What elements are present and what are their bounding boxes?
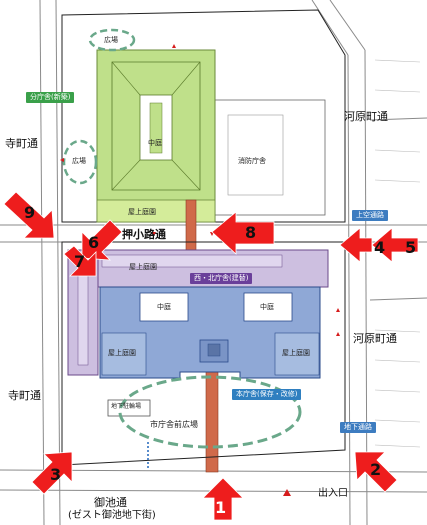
arrow-1 bbox=[202, 477, 244, 521]
arrow-6 bbox=[81, 219, 123, 261]
rooftop-right-label: 屋上庭園 bbox=[282, 349, 310, 357]
arrow-4-number: 4 bbox=[374, 238, 386, 257]
street-teramachi-top: 寺町通 bbox=[5, 137, 38, 150]
entrance-markers bbox=[60, 44, 340, 496]
main-tag: 本庁舎(保存・改修) bbox=[232, 389, 302, 400]
street-oike: 御池通 bbox=[94, 496, 127, 509]
arrow-2-number: 2 bbox=[370, 460, 382, 479]
rooftop-left-label: 屋上庭園 bbox=[108, 349, 136, 357]
arrow-3-number: 3 bbox=[50, 465, 62, 484]
hiroba-top-ellipse bbox=[88, 28, 136, 52]
upper-block bbox=[61, 9, 346, 223]
fire-building bbox=[214, 99, 326, 216]
corridor-north bbox=[185, 199, 197, 253]
arrow-9 bbox=[3, 191, 55, 239]
nakaniwa-annex-label: 中庭 bbox=[148, 139, 162, 147]
hiroba-top-label: 広場 bbox=[104, 36, 118, 44]
arrow-7 bbox=[63, 245, 97, 277]
arrow-8-number: 8 bbox=[245, 223, 257, 242]
arrow-7-number: 7 bbox=[74, 252, 86, 271]
annex-tag: 分庁舎(新築) bbox=[26, 92, 75, 103]
arrow-8 bbox=[211, 211, 275, 255]
upper-walkway-tag: 上空通路 bbox=[352, 210, 388, 221]
arrow-3 bbox=[31, 451, 73, 495]
underground-parking bbox=[107, 399, 151, 417]
street-oike-sub: (ゼスト御池地下街) bbox=[68, 510, 156, 521]
arrow-6-number: 6 bbox=[88, 233, 100, 252]
plaza-front-ellipse bbox=[118, 375, 302, 449]
nakaniwa-right-label: 中庭 bbox=[260, 303, 274, 311]
street-kawaramachi-mid: 河原町通 bbox=[353, 332, 397, 345]
rooftop-west-north-label: 屋上庭園 bbox=[129, 263, 157, 271]
arrow-1-number: 1 bbox=[215, 498, 227, 517]
street-oshikoji: 押小路通 bbox=[122, 228, 166, 241]
arrow-5 bbox=[371, 227, 419, 263]
underground-parking-label: 地下駐輪場 bbox=[111, 403, 142, 410]
arrow-2 bbox=[354, 451, 398, 493]
red-arrows bbox=[3, 191, 419, 521]
arrow-5-number: 5 bbox=[405, 238, 417, 257]
arrow-9-number: 9 bbox=[24, 203, 36, 222]
nakaniwa-left-label: 中庭 bbox=[157, 303, 171, 311]
plaza-front-label: 市庁舎前広場 bbox=[150, 420, 198, 429]
right-hatching bbox=[374, 59, 421, 448]
fire-label: 消防庁舎 bbox=[238, 157, 266, 165]
street-kawaramachi-top: 河原町通 bbox=[344, 110, 388, 123]
street-teramachi-mid: 寺町通 bbox=[8, 389, 41, 402]
hiroba-left-label: 広場 bbox=[72, 157, 86, 165]
west-north-tag: 西・北庁舎(建替) bbox=[190, 273, 253, 284]
rooftop-annex-label: 屋上庭園 bbox=[128, 208, 156, 216]
underground-walkway-tag: 地下通路 bbox=[340, 422, 376, 433]
legend-entrance-label: 出入口 bbox=[318, 488, 348, 499]
